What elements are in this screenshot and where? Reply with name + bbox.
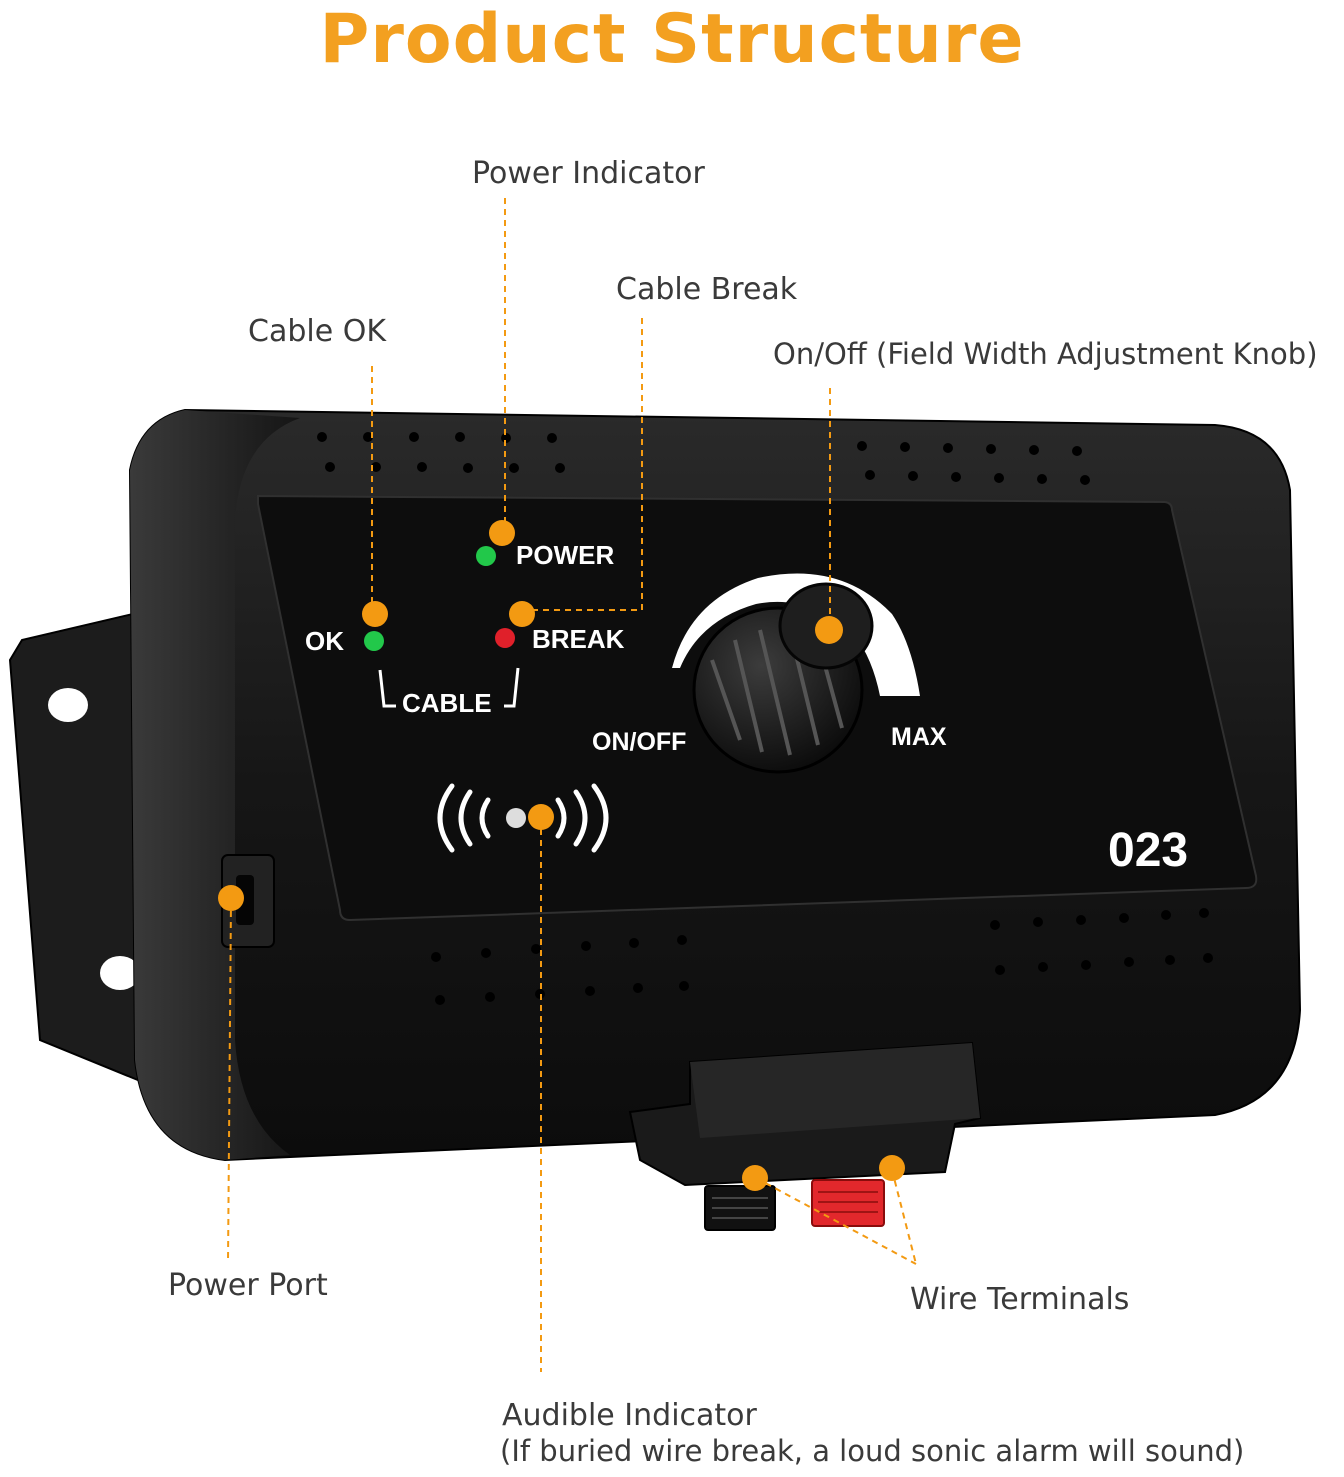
label-power-indicator: Power Indicator	[472, 156, 705, 191]
label-on-off-knob: On/Off (Field Width Adjustment Knob)	[773, 337, 1318, 371]
panel-max-text: MAX	[891, 723, 947, 751]
sound-icon	[437, 783, 609, 853]
label-audible-note: (If buried wire break, a loud sonic alar…	[500, 1434, 1245, 1468]
marker-power-indicator	[489, 520, 515, 546]
led-break	[495, 628, 515, 648]
led-power	[476, 546, 496, 566]
housing-side-face	[130, 410, 300, 1160]
cable-bracket	[378, 667, 520, 708]
callout-markers	[218, 520, 905, 1191]
marker-knob	[815, 616, 843, 644]
label-cable-break: Cable Break	[616, 272, 798, 307]
marker-cable-break	[509, 601, 535, 627]
marker-terminal-right	[879, 1155, 905, 1181]
leader-lines	[227, 198, 917, 1372]
marker-audible	[528, 804, 554, 830]
marker-power-port	[218, 885, 244, 911]
panel-on-off-text: ON/OFF	[592, 728, 686, 756]
adjustment-knob	[692, 582, 874, 774]
label-audible-indicator: Audible Indicator	[502, 1398, 757, 1433]
label-power-port: Power Port	[168, 1268, 328, 1303]
panel-ok-text: OK	[305, 626, 344, 656]
label-cable-ok: Cable OK	[248, 314, 386, 349]
panel-break-text: BREAK	[532, 624, 625, 654]
buzzer-light	[506, 808, 526, 828]
label-wire-terminals: Wire Terminals	[910, 1282, 1130, 1317]
mount-hole-bottom	[100, 956, 140, 990]
marker-terminal-left	[742, 1165, 768, 1191]
marker-cable-ok	[362, 601, 388, 627]
panel-power-text: POWER	[516, 540, 614, 570]
model-number: 023	[1108, 824, 1188, 877]
panel-cable-text: CABLE	[402, 688, 492, 718]
led-ok	[364, 631, 384, 651]
vent-holes	[317, 432, 1213, 1005]
mount-hole-top	[48, 688, 88, 722]
page-title: Product Structure	[319, 0, 1025, 79]
